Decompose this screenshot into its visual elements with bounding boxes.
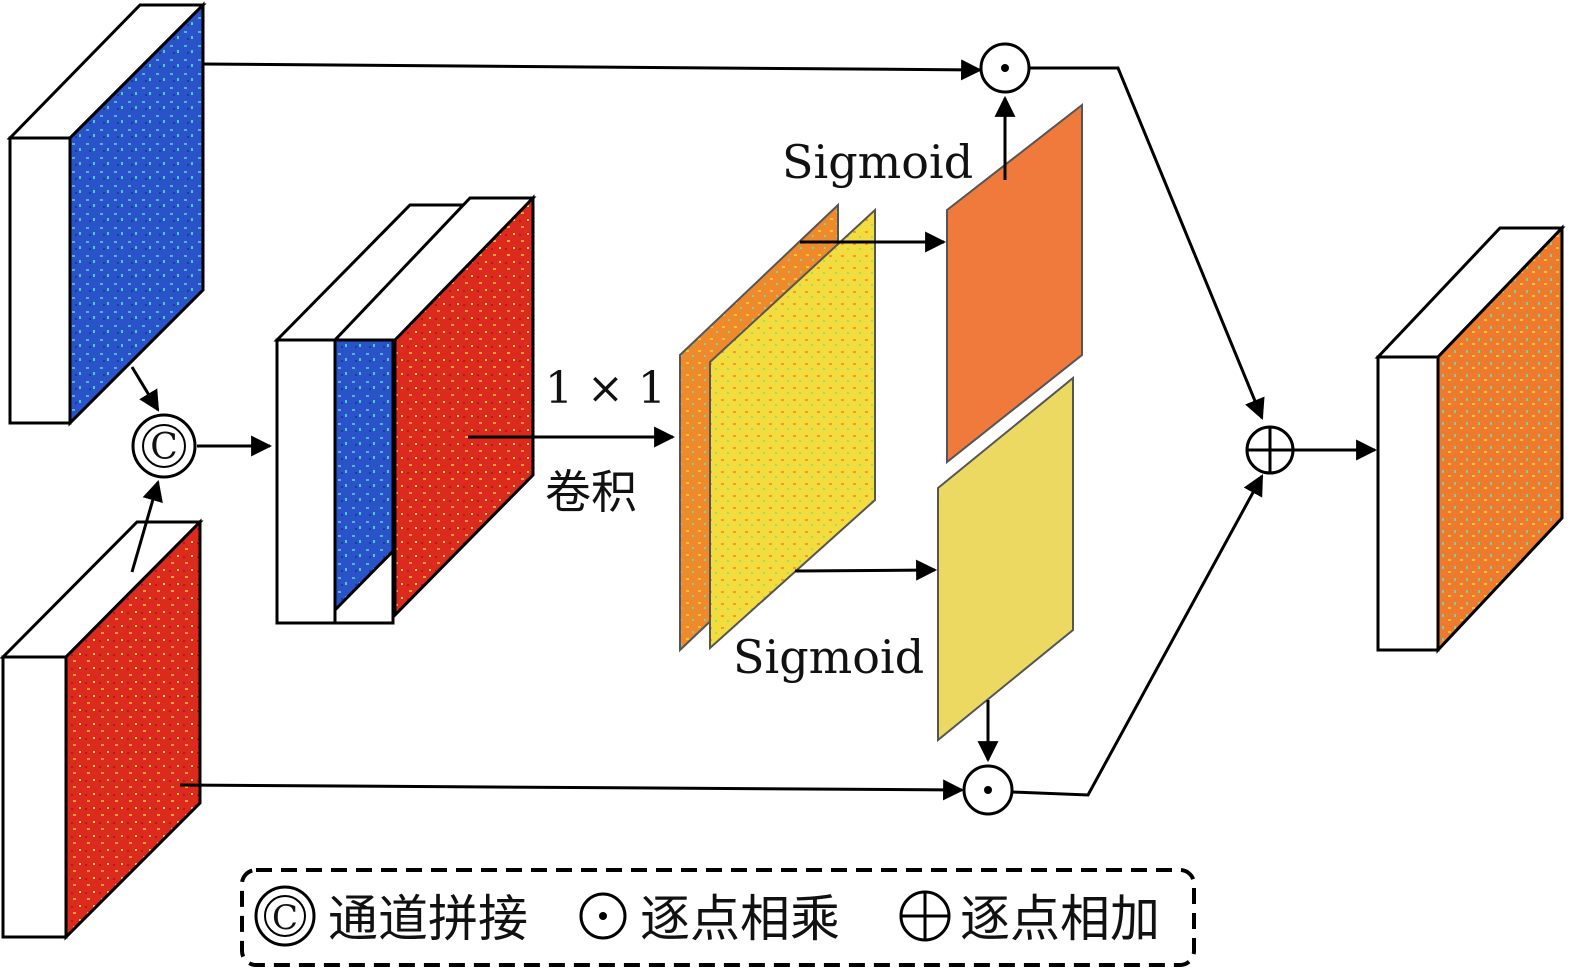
concat-symbol: C <box>150 427 178 468</box>
legend-concat-icon: C <box>254 885 316 947</box>
legend-mul-icon <box>579 892 627 940</box>
legend-concat-text: 通道拼接 <box>328 890 528 948</box>
mul-operator-top <box>979 42 1031 94</box>
sigmoid-bottom-label: Sigmoid <box>733 630 924 684</box>
svg-text:C: C <box>272 898 298 938</box>
input-feature-blue <box>6 1 207 427</box>
attention-map-orange <box>946 102 1083 465</box>
connectors <box>130 59 1378 801</box>
attention-map-yellow <box>937 375 1074 743</box>
add-operator <box>1245 425 1295 475</box>
mul-operator-bottom <box>962 764 1014 816</box>
legend-add-icon <box>899 890 951 942</box>
sigmoid-top-label: Sigmoid <box>782 135 973 189</box>
legend-mul-text: 逐点相乘 <box>640 890 840 948</box>
concat-operator: C <box>131 413 197 479</box>
concat-feature <box>273 194 537 625</box>
conv-output-maps <box>679 202 876 653</box>
legend-add-text: 逐点相加 <box>960 890 1160 948</box>
conv-size-label: 1 × 1 <box>545 363 666 414</box>
conv-text-label: 卷积 <box>545 465 637 519</box>
output-feature <box>1374 224 1566 654</box>
legend: C 通道拼接 逐点相乘 逐点相加 <box>240 868 1196 967</box>
input-feature-red <box>0 518 204 941</box>
